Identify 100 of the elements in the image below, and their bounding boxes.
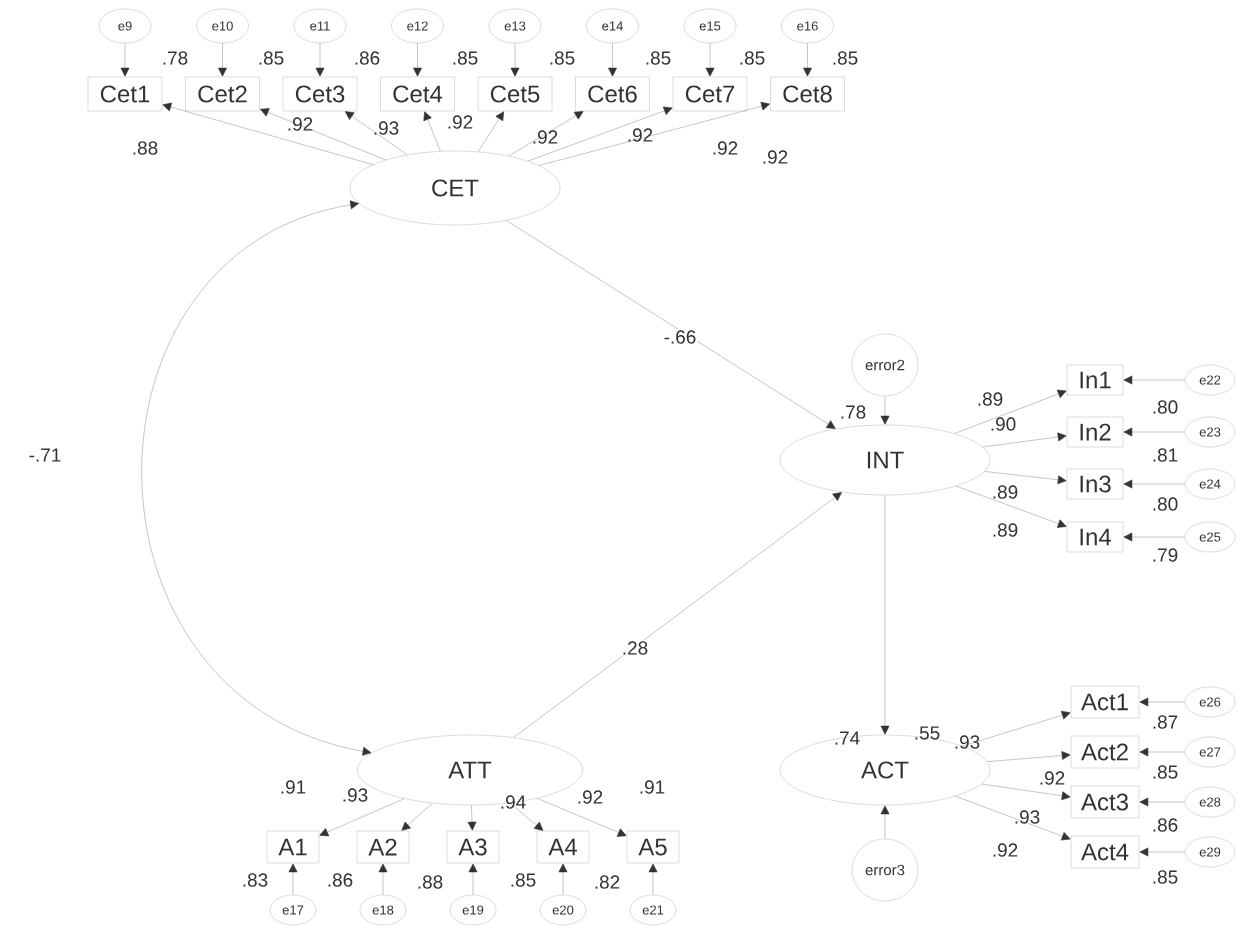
arrow bbox=[468, 863, 478, 896]
coefficient-label: .92 bbox=[288, 117, 313, 131]
arrow bbox=[510, 42, 520, 77]
coefficient-label: .92 bbox=[1040, 771, 1065, 785]
edge-label: -.71 bbox=[27, 447, 63, 463]
indicator-box: Act2 bbox=[1070, 735, 1140, 769]
coefficient-label: .82 bbox=[595, 875, 620, 889]
coefficient-label: .86 bbox=[328, 873, 353, 887]
indicator-box: Cet1 bbox=[87, 76, 163, 112]
coefficient-label: .92 bbox=[533, 130, 558, 144]
coefficient-label: .91 bbox=[281, 780, 306, 794]
arrow bbox=[954, 795, 1071, 841]
coefficient-label: .78 bbox=[841, 405, 866, 419]
coefficient-label: .92 bbox=[628, 128, 653, 142]
arrow bbox=[141, 200, 372, 756]
indicator-box: A5 bbox=[626, 830, 680, 864]
coefficient-label: .92 bbox=[578, 790, 603, 804]
arrow bbox=[344, 111, 408, 156]
arrow bbox=[961, 710, 1071, 747]
indicator-box: In2 bbox=[1066, 416, 1124, 448]
arrow bbox=[1123, 427, 1186, 437]
coefficient-label: .89 bbox=[993, 485, 1018, 499]
arrow bbox=[1123, 532, 1186, 542]
indicator-box: A2 bbox=[356, 830, 410, 864]
coefficient-label: .85 bbox=[259, 51, 284, 65]
indicator-box: Cet8 bbox=[770, 76, 845, 112]
coefficient-label: .93 bbox=[955, 735, 980, 749]
arrow bbox=[288, 863, 298, 896]
coefficient-label: .85 bbox=[453, 51, 478, 65]
coefficient-label: .91 bbox=[640, 780, 665, 794]
arrow bbox=[260, 108, 387, 161]
arrow bbox=[981, 783, 1071, 801]
coefficient-label: .92 bbox=[763, 150, 788, 164]
coefficient-label: .88 bbox=[133, 141, 158, 155]
indicator-box: Cet4 bbox=[380, 76, 455, 112]
indicator-box: Act1 bbox=[1070, 685, 1140, 719]
indicator-box: Act4 bbox=[1070, 835, 1140, 869]
coefficient-label: .80 bbox=[1153, 400, 1178, 414]
coefficient-label: .78 bbox=[163, 51, 188, 65]
coefficient-label: .85 bbox=[550, 51, 575, 65]
coefficient-label: .88 bbox=[418, 875, 443, 889]
arrow bbox=[413, 42, 422, 77]
coefficient-label: .93 bbox=[374, 121, 399, 135]
indicator-box: In3 bbox=[1066, 468, 1124, 500]
arrow bbox=[1139, 847, 1186, 857]
arrow bbox=[319, 798, 405, 837]
arrow bbox=[1139, 697, 1186, 707]
indicator-box: Cet6 bbox=[575, 76, 650, 112]
coefficient-label: .85 bbox=[833, 51, 858, 65]
arrow bbox=[506, 220, 836, 429]
arrow bbox=[120, 42, 130, 77]
indicator-box: In4 bbox=[1066, 521, 1124, 553]
arrow bbox=[513, 492, 842, 738]
arrow bbox=[467, 804, 477, 831]
arrow bbox=[218, 42, 227, 77]
arrow bbox=[1123, 479, 1186, 489]
arrow bbox=[986, 751, 1071, 762]
arrow bbox=[477, 111, 504, 152]
coefficient-label: .79 bbox=[1153, 548, 1178, 562]
arrow bbox=[608, 42, 617, 77]
indicator-box: A3 bbox=[446, 830, 500, 864]
indicator-box: A4 bbox=[536, 830, 590, 864]
coefficient-label: .89 bbox=[993, 523, 1018, 537]
arrow bbox=[508, 111, 584, 157]
arrow bbox=[536, 798, 627, 837]
arrow bbox=[880, 805, 890, 840]
arrow bbox=[527, 106, 673, 162]
coefficient-label: .94 bbox=[501, 795, 526, 809]
coefficient-label: .85 bbox=[1153, 870, 1178, 884]
coefficient-label: .83 bbox=[243, 873, 268, 887]
arrow bbox=[1139, 797, 1186, 807]
arrow bbox=[401, 802, 433, 831]
arrow bbox=[378, 863, 388, 896]
coefficient-label: .85 bbox=[1153, 765, 1178, 779]
arrow bbox=[880, 494, 890, 735]
coefficient-label: .86 bbox=[1153, 818, 1178, 832]
arrow bbox=[315, 42, 325, 77]
coefficient-label: .86 bbox=[355, 51, 380, 65]
arrow bbox=[1139, 747, 1186, 757]
coefficient-label: .93 bbox=[1015, 810, 1040, 824]
arrow bbox=[705, 42, 715, 77]
arrow bbox=[982, 432, 1067, 448]
arrow bbox=[984, 471, 1067, 485]
coefficient-label: .85 bbox=[740, 51, 765, 65]
edge-label: -.66 bbox=[662, 329, 698, 345]
coefficient-label: .93 bbox=[343, 788, 368, 802]
coefficient-label: .89 bbox=[978, 392, 1003, 406]
coefficient-label: .74 bbox=[835, 731, 860, 745]
arrow bbox=[955, 485, 1067, 528]
indicator-box: A1 bbox=[266, 830, 320, 864]
indicator-box: Cet5 bbox=[477, 76, 553, 112]
coefficient-label: .87 bbox=[1153, 715, 1178, 729]
arrow bbox=[162, 102, 374, 165]
arrow bbox=[423, 111, 441, 152]
arrow bbox=[1123, 375, 1186, 385]
indicator-box: Cet7 bbox=[672, 76, 748, 112]
coefficient-label: .85 bbox=[511, 873, 536, 887]
coefficient-label: .92 bbox=[993, 843, 1018, 857]
coefficient-label: .92 bbox=[448, 115, 473, 129]
coefficient-label: .81 bbox=[1153, 448, 1178, 462]
